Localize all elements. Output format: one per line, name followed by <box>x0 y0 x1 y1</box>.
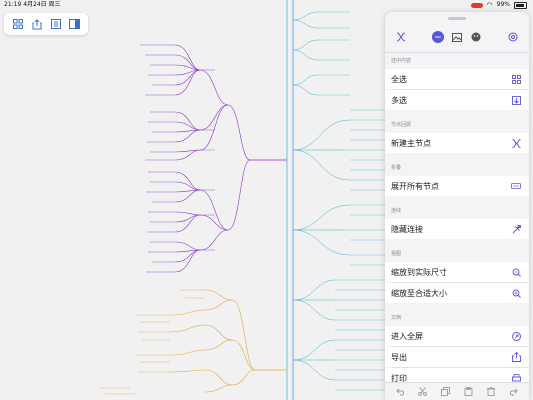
export-label: 导出 <box>391 352 407 362</box>
settings-icon[interactable] <box>507 31 519 43</box>
image-icon[interactable] <box>451 31 463 43</box>
section-header-node: 节点回顾 <box>391 122 412 128</box>
panel-grabber[interactable] <box>448 17 466 20</box>
structure-icon[interactable] <box>395 31 407 43</box>
select-all-icon <box>511 74 521 84</box>
outline-icon[interactable] <box>49 17 63 31</box>
battery-percent: 99% <box>496 1 510 8</box>
bottom-action-bar <box>385 382 529 400</box>
zoom-actual-icon <box>511 267 521 277</box>
orange-branch <box>100 289 256 395</box>
section-header-fold: 折叠 <box>391 165 402 171</box>
row-separator <box>391 346 529 347</box>
wifi-icon: ◠ <box>486 1 493 9</box>
print-label: 打印 <box>391 373 407 383</box>
fullscreen-label: 进入全屏 <box>391 331 423 341</box>
new-main-node-icon <box>511 138 521 148</box>
undo-icon[interactable] <box>395 387 405 397</box>
copy-icon[interactable] <box>441 387 451 397</box>
expand-all-label: 展开所有节点 <box>391 181 439 191</box>
trunk-lines <box>250 0 294 400</box>
teal-branch <box>292 11 385 391</box>
sticker-icon[interactable] <box>470 31 482 43</box>
panel-divider <box>385 52 529 53</box>
multi-select-icon <box>511 95 521 105</box>
zoom-fit-label: 缩放至合适大小 <box>391 288 447 298</box>
new-main-node-row[interactable]: 新建主节点 <box>385 133 529 153</box>
sidebar-icon[interactable] <box>68 17 82 31</box>
multi-select-label: 多选 <box>391 95 407 105</box>
select-all-row[interactable]: 全选 <box>385 69 529 89</box>
section-header-selection: 选中内容 <box>391 58 412 64</box>
zoom-fit-icon <box>511 288 521 298</box>
hide-connection-label: 隐藏连接 <box>391 224 423 234</box>
section-header-document: 文档 <box>391 315 402 321</box>
expand-all-icon <box>511 181 521 191</box>
row-separator <box>391 367 529 368</box>
zoom-actual-label: 缩放到实际尺寸 <box>391 267 447 277</box>
export-icon <box>511 352 521 362</box>
hide-connection-icon <box>511 224 521 234</box>
format-panel: 选中内容 全选 多选 节点回顾 新建主节点 折叠 展开所有节点 连线 隐藏连接 <box>385 12 529 400</box>
cut-icon[interactable] <box>418 387 428 397</box>
status-bar: 21:19 4月24日 周三 ◠ 99% <box>0 0 533 10</box>
new-main-node-label: 新建主节点 <box>391 138 431 148</box>
zoom-fit-row[interactable]: 缩放至合适大小 <box>385 283 529 303</box>
status-right: ◠ 99% <box>470 0 527 10</box>
section-header-view: 视图 <box>391 251 402 257</box>
purple-branch <box>140 44 251 273</box>
fullscreen-icon <box>511 331 521 341</box>
hide-connection-row[interactable]: 隐藏连接 <box>385 219 529 239</box>
print-icon <box>511 373 521 383</box>
row-separator <box>391 282 529 283</box>
style-icon[interactable] <box>432 31 444 43</box>
export-row[interactable]: 导出 <box>385 347 529 367</box>
top-toolbar <box>4 13 88 35</box>
zoom-actual-row[interactable]: 缩放到实际尺寸 <box>385 262 529 282</box>
section-header-connection: 连线 <box>391 208 402 214</box>
select-all-label: 全选 <box>391 74 407 84</box>
recording-indicator-icon <box>470 2 483 8</box>
multi-select-row[interactable]: 多选 <box>385 90 529 110</box>
paste-icon[interactable] <box>463 387 473 397</box>
delete-icon[interactable] <box>486 387 496 397</box>
battery-icon <box>514 1 527 9</box>
share-icon[interactable] <box>30 17 44 31</box>
redo-icon[interactable] <box>509 387 519 397</box>
row-separator <box>391 89 529 90</box>
status-time-date: 21:19 4月24日 周三 <box>4 1 61 8</box>
fullscreen-row[interactable]: 进入全屏 <box>385 326 529 346</box>
grid-icon[interactable] <box>11 17 25 31</box>
panel-tabs <box>385 26 529 48</box>
expand-all-row[interactable]: 展开所有节点 <box>385 176 529 196</box>
